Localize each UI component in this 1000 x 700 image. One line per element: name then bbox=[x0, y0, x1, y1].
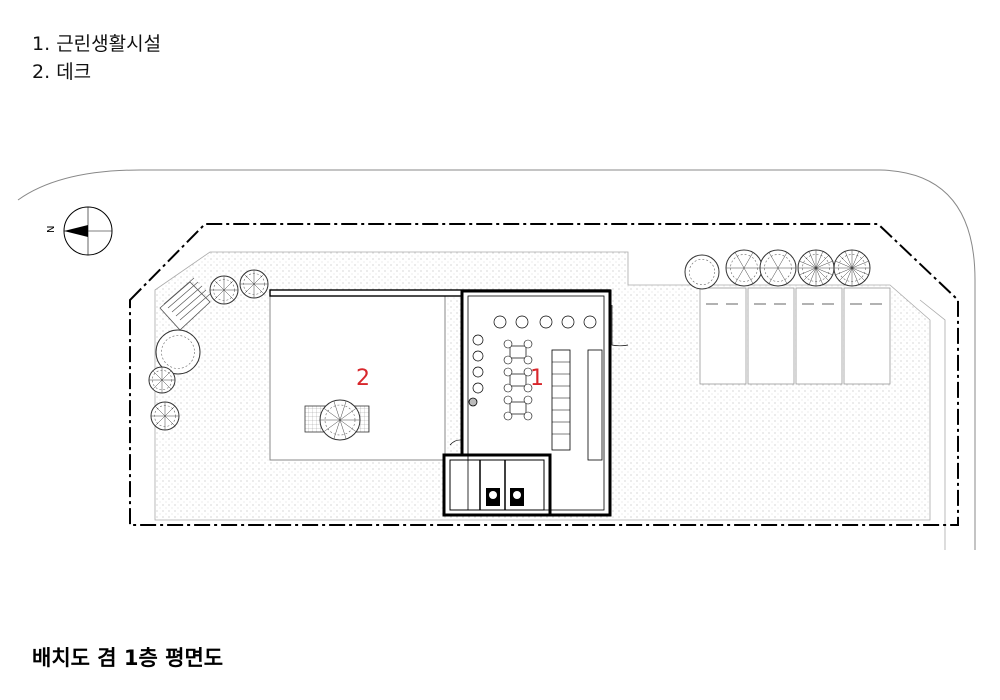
road-edge bbox=[17, 169, 976, 550]
parking-stall bbox=[747, 287, 795, 385]
tree-icon bbox=[209, 275, 239, 305]
parking-stall bbox=[795, 287, 843, 385]
room-legend: 1. 근린생활시설 2. 데크 bbox=[32, 30, 161, 86]
chair bbox=[523, 367, 533, 377]
chair bbox=[503, 383, 513, 393]
legend-text: 데크 bbox=[56, 61, 92, 83]
counter bbox=[551, 349, 571, 451]
chair bbox=[472, 350, 484, 362]
building bbox=[442, 289, 629, 517]
tree-icon bbox=[319, 399, 361, 441]
legend-item-2: 2. 데크 bbox=[32, 58, 161, 86]
parking-stall bbox=[699, 287, 747, 385]
chair bbox=[472, 366, 484, 378]
table bbox=[509, 401, 527, 415]
chair bbox=[523, 411, 533, 421]
seating bbox=[468, 315, 597, 421]
chair bbox=[561, 315, 575, 329]
table bbox=[509, 345, 527, 359]
chair bbox=[493, 315, 507, 329]
legend-item-1: 1. 근린생활시설 bbox=[32, 30, 161, 58]
column bbox=[468, 397, 478, 407]
north-arrow: N bbox=[46, 206, 113, 256]
tree-icon bbox=[148, 366, 176, 394]
legend-num: 2. bbox=[32, 61, 51, 83]
parking-stall bbox=[843, 287, 891, 385]
chair bbox=[472, 382, 484, 394]
chair bbox=[503, 355, 513, 365]
chair bbox=[472, 334, 484, 346]
chair bbox=[523, 383, 533, 393]
chair bbox=[523, 355, 533, 365]
tree-icon bbox=[684, 254, 720, 290]
room-label-2: 2 bbox=[356, 366, 370, 391]
tree-icon bbox=[759, 249, 797, 287]
chair bbox=[503, 367, 513, 377]
trees bbox=[148, 249, 871, 441]
drawing-title: 배치도 겸 1층 평면도 bbox=[32, 646, 224, 670]
tree-icon bbox=[725, 249, 763, 287]
tree-icon bbox=[797, 249, 835, 287]
chair bbox=[523, 339, 533, 349]
tree-icon bbox=[239, 269, 269, 299]
chair bbox=[583, 315, 597, 329]
chair bbox=[503, 411, 513, 421]
chair bbox=[539, 315, 553, 329]
chair bbox=[503, 395, 513, 405]
legend-num: 1. bbox=[32, 33, 51, 55]
room-label-1: 1 bbox=[530, 366, 544, 391]
parking-area bbox=[699, 287, 891, 385]
tree-icon bbox=[150, 401, 180, 431]
back-counter bbox=[587, 349, 603, 461]
chair bbox=[523, 395, 533, 405]
north-label: N bbox=[46, 226, 57, 233]
road-edge-inner bbox=[919, 299, 946, 550]
legend-text: 근린생활시설 bbox=[56, 33, 162, 55]
chair bbox=[515, 315, 529, 329]
entry-stairs bbox=[159, 277, 211, 331]
tree-icon bbox=[155, 329, 201, 375]
table bbox=[509, 373, 527, 387]
tree-icon bbox=[833, 249, 871, 287]
chair bbox=[503, 339, 513, 349]
